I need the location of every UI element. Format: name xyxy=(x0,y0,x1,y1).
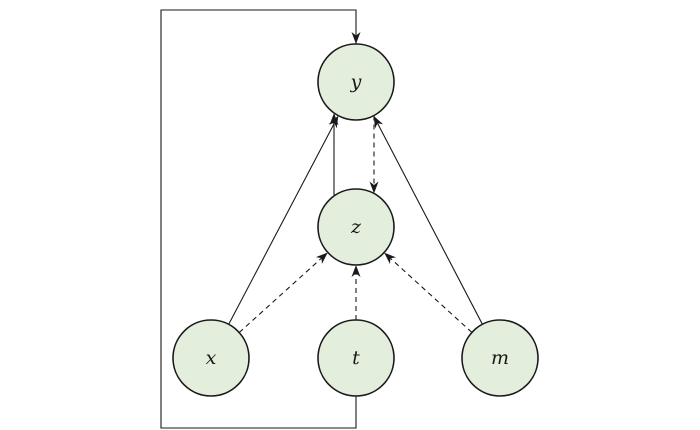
node-z-label: z xyxy=(350,216,362,238)
edge-z-to-y xyxy=(329,112,339,197)
node-t: t xyxy=(317,319,395,397)
node-x-label: x xyxy=(206,347,217,369)
edge-m-to-y xyxy=(373,115,483,325)
edge-t-to-z xyxy=(351,265,361,320)
edge-x-to-z-line xyxy=(238,257,323,333)
edge-m-to-z-arrowhead xyxy=(384,252,397,264)
edge-x-to-z-arrowhead xyxy=(315,252,328,264)
node-t-label: t xyxy=(352,347,360,369)
edge-m-to-z-line xyxy=(389,257,473,333)
nodes-layer: y z x t m xyxy=(172,43,539,397)
node-z-circle xyxy=(317,188,395,266)
node-y-label: y xyxy=(350,71,362,93)
node-m: m xyxy=(461,319,539,397)
edge-t-to-y-line xyxy=(160,9,357,429)
node-t-circle xyxy=(317,319,395,397)
edge-m-to-y-line xyxy=(376,122,483,325)
edge-y-to-z-arrowhead xyxy=(369,181,379,194)
edge-z-to-y-arrowhead xyxy=(329,112,339,125)
edge-m-to-z xyxy=(384,252,473,333)
node-y: y xyxy=(317,43,395,121)
node-x: x xyxy=(172,319,250,397)
edge-m-to-y-arrowhead xyxy=(373,115,384,129)
node-m-circle xyxy=(461,319,539,397)
edge-x-to-y-line xyxy=(228,122,336,325)
edge-t-to-y-arrowhead xyxy=(351,32,361,44)
edge-y-to-z xyxy=(369,115,379,194)
node-z: z xyxy=(317,188,395,266)
node-y-circle xyxy=(317,43,395,121)
edge-t-to-z-arrowhead xyxy=(351,265,361,277)
edge-t-to-y xyxy=(160,9,361,429)
node-m-label: m xyxy=(491,347,509,369)
edge-x-to-z xyxy=(238,252,328,333)
edges-layer xyxy=(160,9,483,429)
node-x-circle xyxy=(172,319,250,397)
